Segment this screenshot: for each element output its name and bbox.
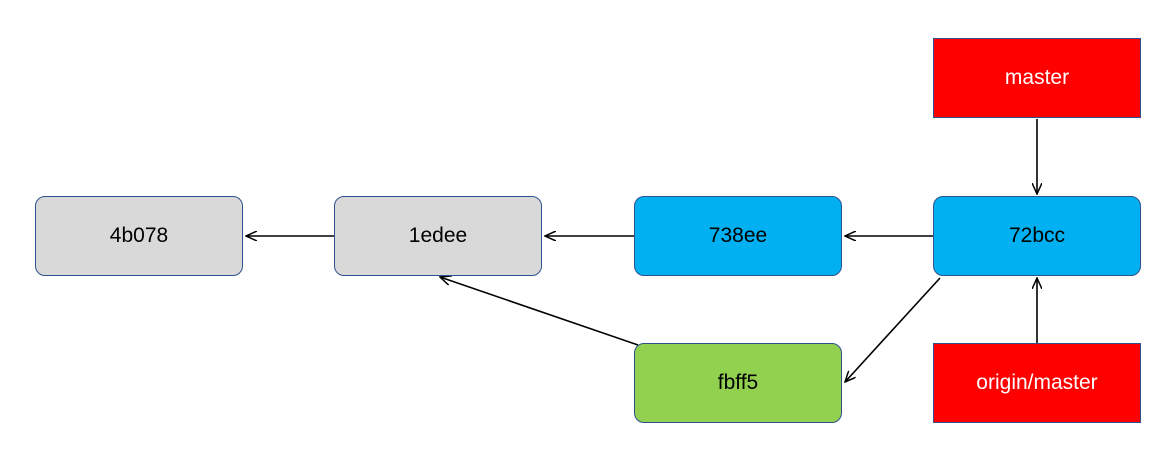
- ref-label: origin/master: [976, 371, 1098, 394]
- edge-fbff5-to-1edee: [440, 277, 639, 346]
- commit-label: 1edee: [408, 224, 468, 247]
- commit-node-72bcc: 72bcc: [933, 196, 1141, 276]
- commit-node-fbff5: fbff5: [634, 343, 842, 423]
- commit-node-738ee: 738ee: [634, 196, 842, 276]
- commit-label: 72bcc: [1008, 224, 1066, 247]
- commit-label: 738ee: [708, 224, 768, 247]
- ref-label: master: [1004, 66, 1070, 89]
- commit-node-1edee: 1edee: [334, 196, 542, 276]
- commit-label: fbff5: [717, 371, 759, 394]
- edge-72bcc-to-fbff5: [845, 277, 941, 382]
- commit-node-4b078: 4b078: [35, 196, 243, 276]
- branch-ref-origin-master: origin/master: [933, 343, 1141, 423]
- branch-ref-master: master: [933, 38, 1141, 118]
- commit-label: 4b078: [109, 224, 169, 247]
